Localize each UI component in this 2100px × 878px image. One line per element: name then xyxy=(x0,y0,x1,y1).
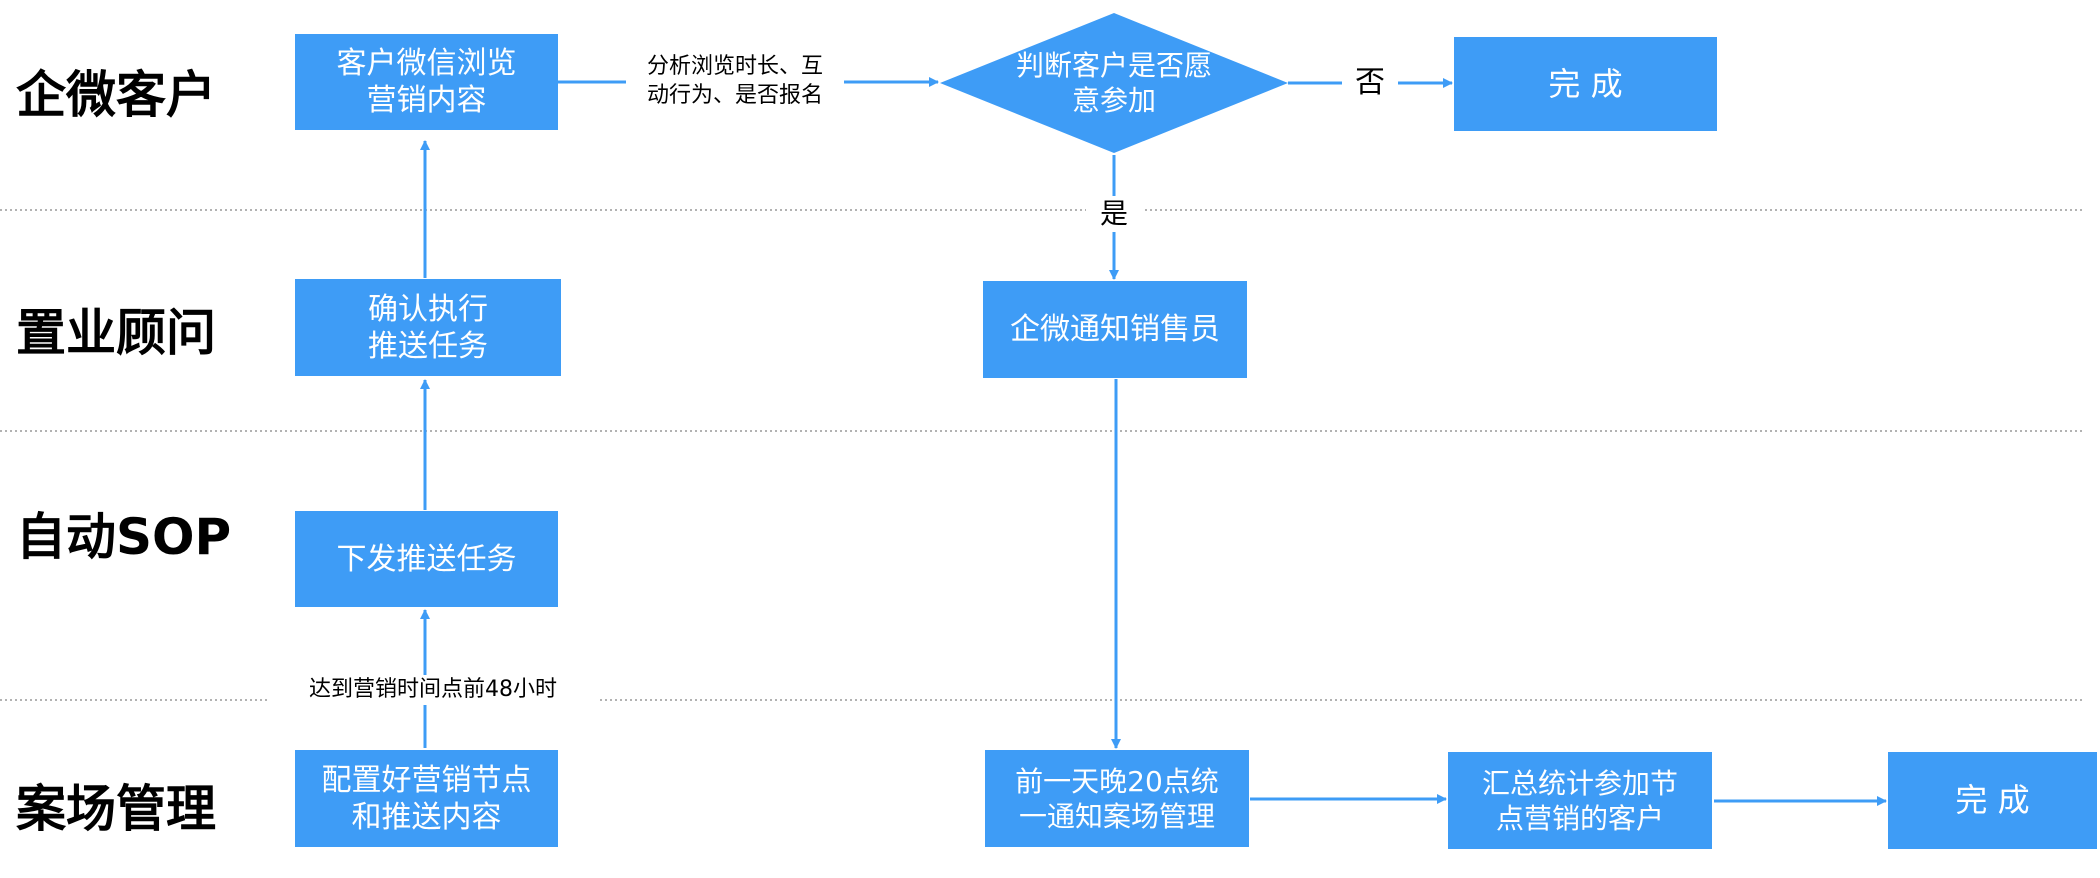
node-browse-line2: 营销内容 xyxy=(366,83,487,118)
node-confirm: 确认执行 推送任务 xyxy=(295,279,561,376)
node-confirm-line1: 确认执行 xyxy=(368,291,488,327)
node-notify-sales: 企微通知销售员 xyxy=(983,281,1247,378)
node-decision-line1: 判断客户是否愿 xyxy=(1015,49,1212,82)
node-summary-line1: 汇总统计参加节 xyxy=(1481,766,1678,800)
node-decision: 判断客户是否愿 意参加 xyxy=(990,48,1238,118)
lane-label-consultant: 置业顾问 xyxy=(16,304,216,362)
node-done-top: 完 成 xyxy=(1454,37,1717,131)
node-config: 配置好营销节点 和推送内容 xyxy=(295,750,558,847)
lane-label-customer: 企微客户 xyxy=(16,66,216,124)
node-browse-line1: 客户微信浏览 xyxy=(336,46,517,81)
edge-label-trigger: 达到营销时间点前48小时 xyxy=(268,675,598,705)
node-config-line1: 配置好营销节点 xyxy=(321,762,532,798)
node-notify-mgmt: 前一天晚20点统 一通知案场管理 xyxy=(985,750,1249,847)
node-done-bottom: 完 成 xyxy=(1888,752,2097,849)
decision-diamond xyxy=(940,13,1288,153)
node-notify-mgmt-line1: 前一天晚20点统 xyxy=(1015,764,1219,798)
node-decision-line2: 意参加 xyxy=(1071,84,1156,117)
lane-label-site-management: 案场管理 xyxy=(16,780,216,838)
edge-label-analyze: 分析浏览时长、互 动行为、是否报名 xyxy=(626,52,844,110)
edge-label-yes: 是 xyxy=(1086,196,1142,232)
node-notify-mgmt-line2: 一通知案场管理 xyxy=(1018,799,1215,833)
lane-label-auto-sop: 自动SOP xyxy=(16,508,232,566)
node-confirm-line2: 推送任务 xyxy=(368,328,488,364)
node-dispatch: 下发推送任务 xyxy=(295,511,558,607)
node-config-line2: 和推送内容 xyxy=(351,799,502,835)
node-browse: 客户微信浏览 营销内容 xyxy=(295,34,558,130)
edge-label-analyze-line1: 分析浏览时长、互 xyxy=(646,54,823,79)
edge-label-analyze-line2: 动行为、是否报名 xyxy=(646,83,823,108)
node-summary-line2: 点营销的客户 xyxy=(1495,801,1664,835)
edge-label-no: 否 xyxy=(1342,64,1398,102)
node-summary: 汇总统计参加节 点营销的客户 xyxy=(1448,752,1712,849)
